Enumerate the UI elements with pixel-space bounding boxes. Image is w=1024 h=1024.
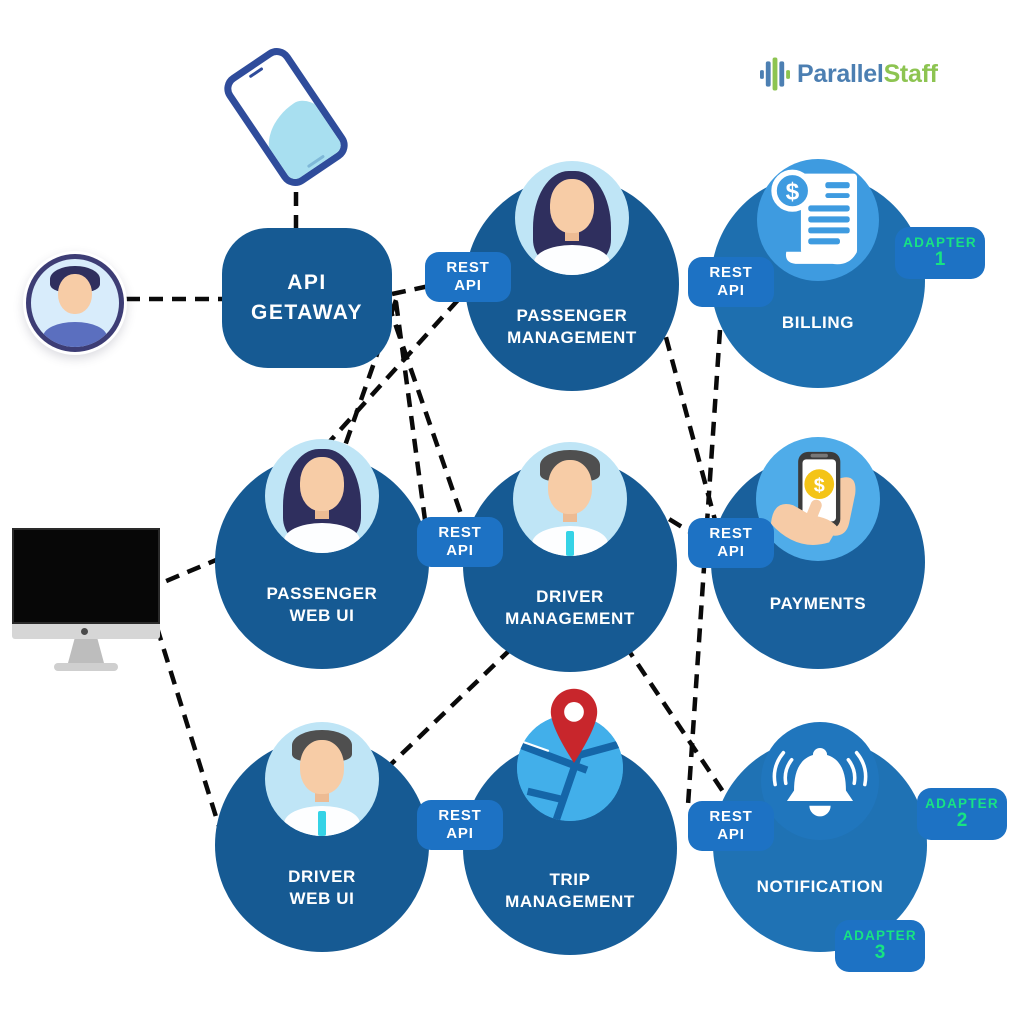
node-label: DRIVER MANAGEMENT xyxy=(505,587,635,629)
node-label: BILLING xyxy=(781,313,855,332)
rest-api-label: REST API xyxy=(446,259,490,294)
rest-api-label: REST API xyxy=(709,264,753,299)
rest-api-badge-driver-management: REST API xyxy=(417,517,503,567)
node-passenger-web-ui: PASSENGER WEB UI xyxy=(215,439,429,669)
adapter-number: 2 xyxy=(956,810,968,832)
invoice-icon: $ xyxy=(757,159,879,281)
male-avatar-icon xyxy=(265,722,379,836)
node-payments: $ PAYMENTS xyxy=(711,437,925,669)
map-pin-icon xyxy=(550,688,598,763)
user-avatar-icon xyxy=(23,251,127,355)
rest-api-badge-billing: REST API xyxy=(688,257,774,307)
api-gateway-label: API GETAWAY xyxy=(250,270,364,324)
adapter-label: ADAPTER xyxy=(903,234,977,250)
node-label: DRIVER WEB UI xyxy=(288,867,356,909)
node-label: PASSENGER WEB UI xyxy=(266,584,378,626)
desktop-monitor-icon xyxy=(12,528,160,671)
rest-api-badge-trip-management: REST API xyxy=(417,800,503,850)
female-avatar-icon xyxy=(515,161,629,275)
adapter-3-badge: ADAPTER 3 xyxy=(835,920,925,972)
rest-api-label: REST API xyxy=(709,525,753,560)
svg-text:$: $ xyxy=(814,475,825,497)
adapter-number: 3 xyxy=(874,942,886,964)
node-passenger-management: PASSENGER MANAGEMENT xyxy=(465,161,679,391)
logo-text: ParallelStaff xyxy=(797,59,938,88)
rest-api-badge-payments: REST API xyxy=(688,518,774,568)
node-driver-management: DRIVER MANAGEMENT xyxy=(463,442,677,672)
rest-api-label: REST API xyxy=(438,524,482,559)
adapter-1-badge: ADAPTER 1 xyxy=(895,227,985,279)
adapter-number: 1 xyxy=(934,249,946,271)
parallelstaff-logo: ParallelStaff xyxy=(760,56,938,92)
node-notification: NOTIFICATION xyxy=(713,722,927,952)
rest-api-label: REST API xyxy=(438,807,482,842)
adapter-2-badge: ADAPTER 2 xyxy=(917,788,1007,840)
node-label: TRIP MANAGEMENT xyxy=(505,870,635,912)
node-driver-web-ui: DRIVER WEB UI xyxy=(215,722,429,952)
female-avatar-icon xyxy=(265,439,379,553)
adapter-label: ADAPTER xyxy=(925,795,999,811)
node-label: NOTIFICATION xyxy=(756,877,884,896)
rest-api-badge-passenger-management: REST API xyxy=(425,252,511,302)
adapter-label: ADAPTER xyxy=(843,927,917,943)
node-label: PASSENGER MANAGEMENT xyxy=(507,306,637,348)
node-trip-management: TRIP MANAGEMENT xyxy=(463,688,677,955)
rest-api-badge-notification: REST API xyxy=(688,801,774,851)
logo-bars-icon xyxy=(760,57,790,91)
bell-icon xyxy=(761,722,879,840)
payment-hands-icon: $ xyxy=(756,437,880,561)
rest-api-label: REST API xyxy=(709,808,753,843)
svg-text:$: $ xyxy=(786,178,800,205)
api-gateway-node: API GETAWAY xyxy=(222,228,392,368)
node-label: PAYMENTS xyxy=(769,594,867,613)
male-avatar-icon xyxy=(513,442,627,556)
